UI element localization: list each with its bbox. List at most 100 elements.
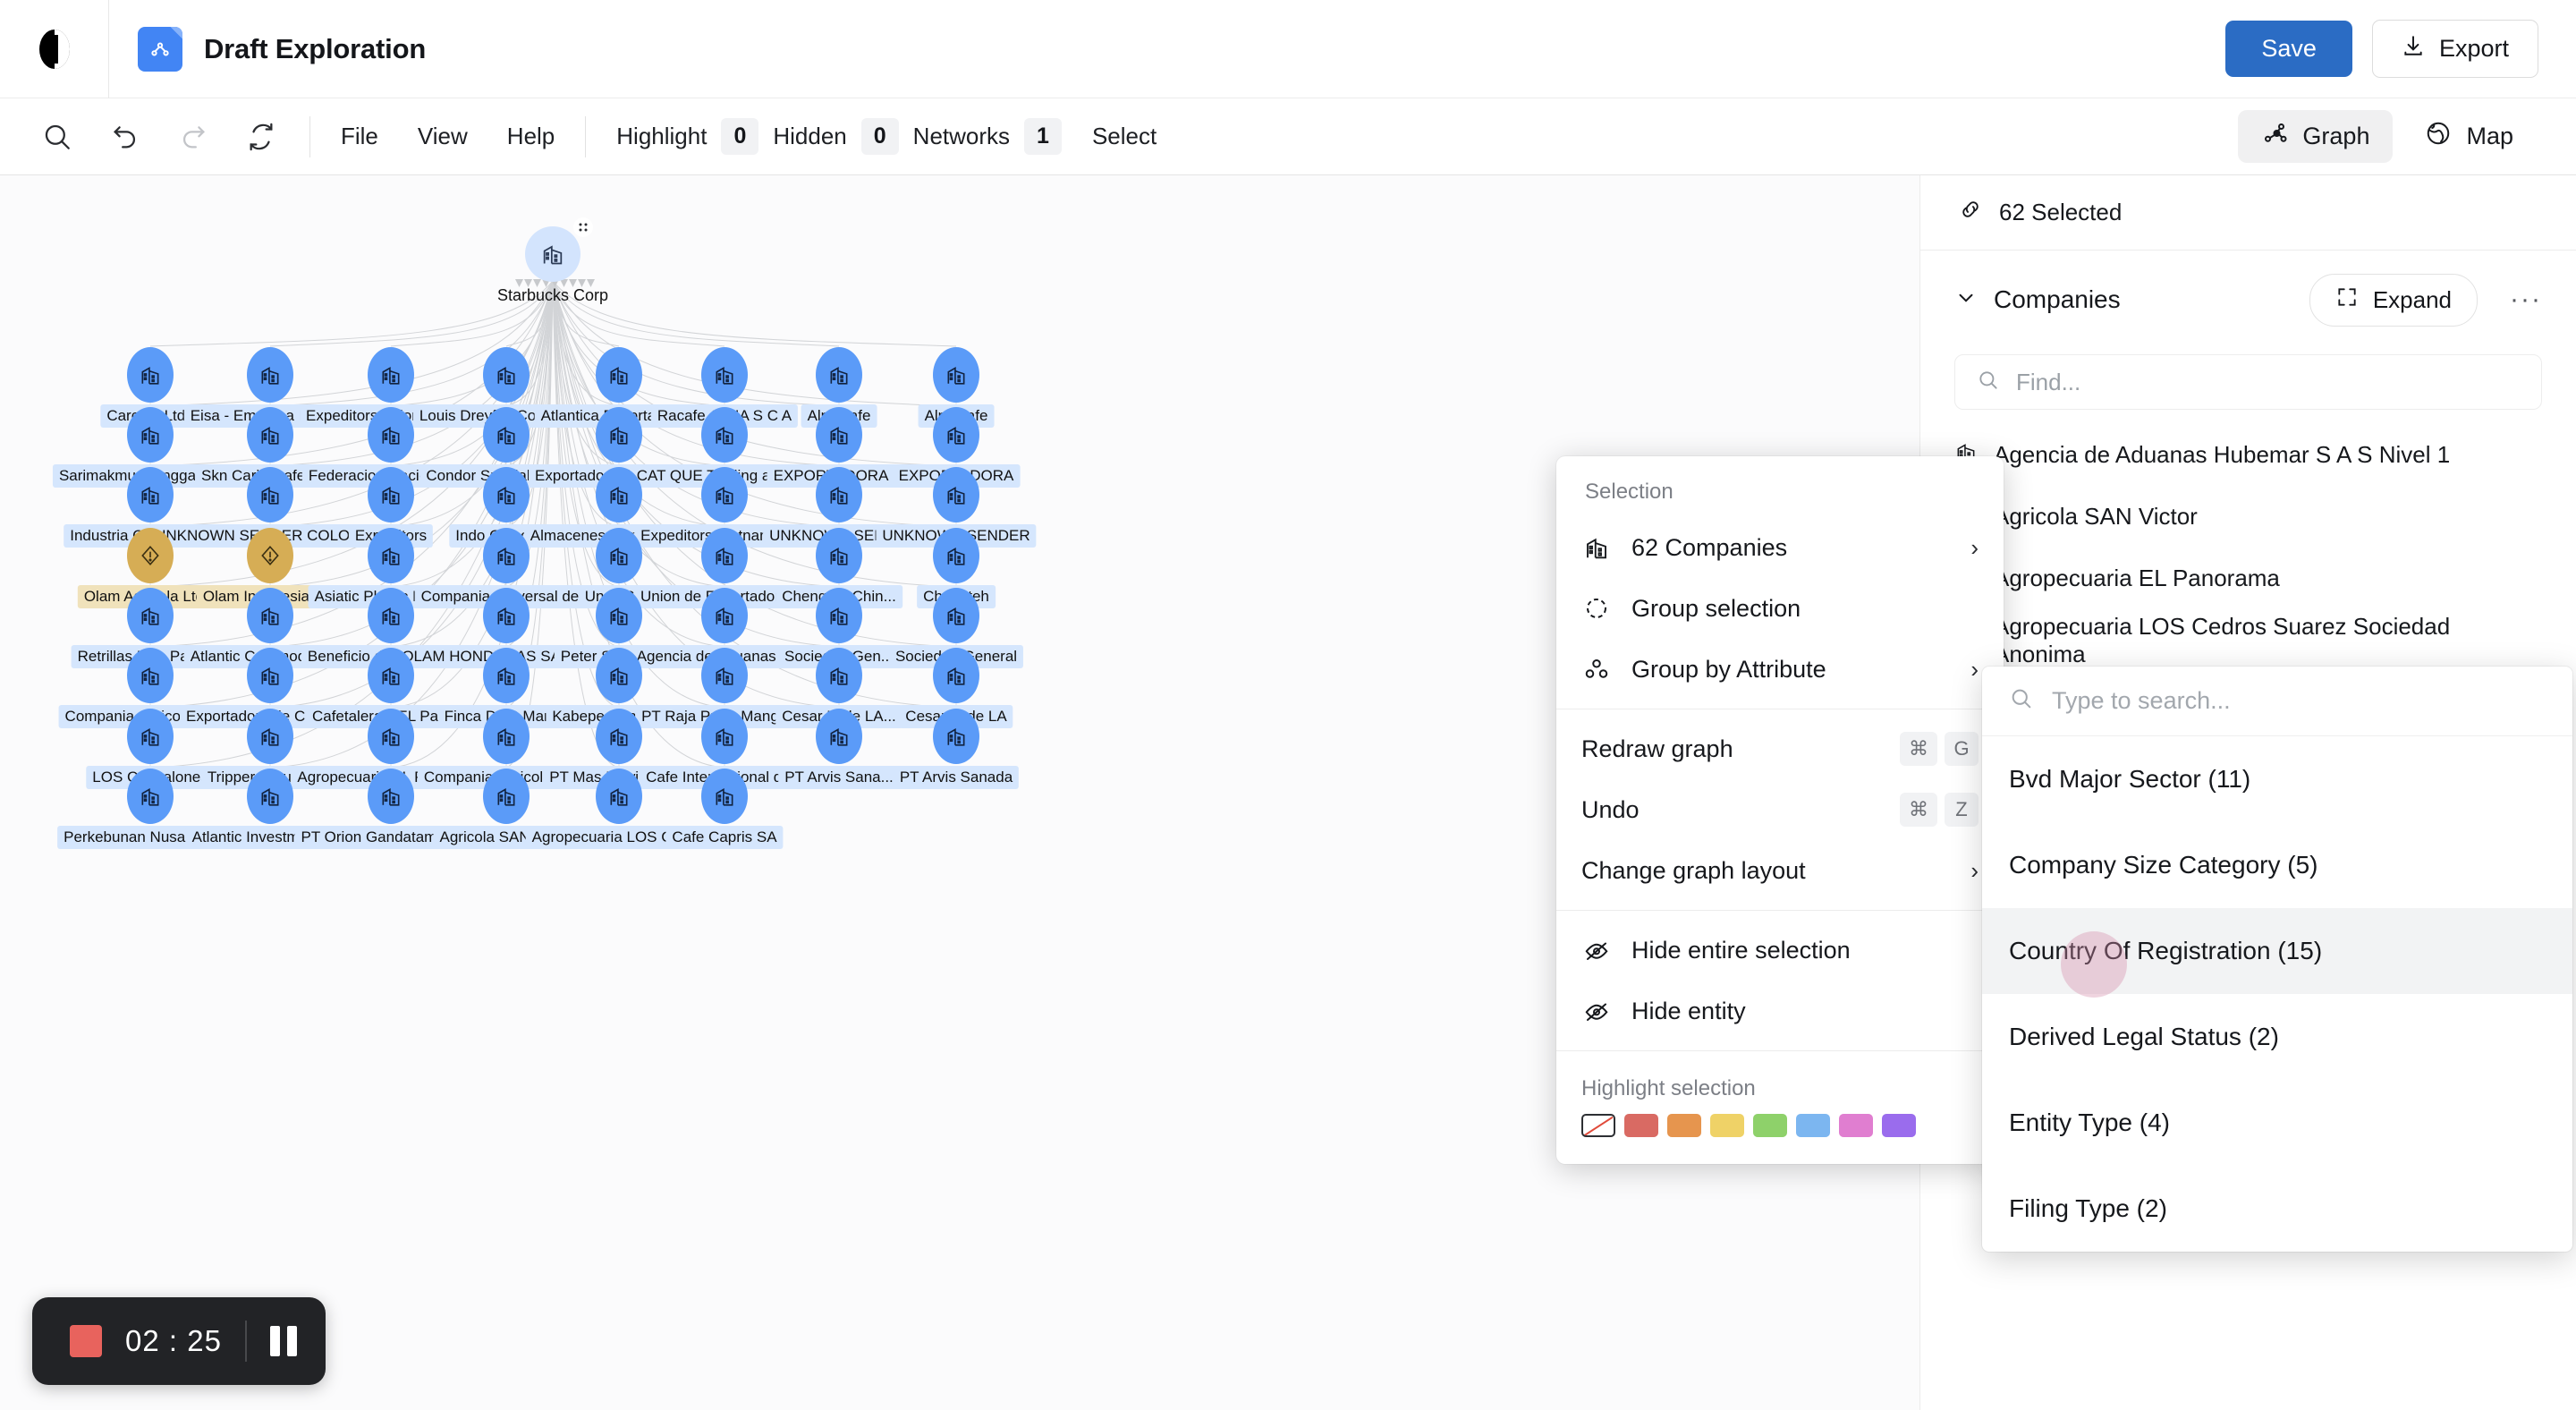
graph-node[interactable]: Sociedad General [888,588,1024,668]
graph-node[interactable]: PT Raja Putra Manggala [635,648,814,728]
entity-row[interactable]: Agropecuaria EL Panorama [1954,548,2542,609]
highlight-swatch-3[interactable] [1710,1114,1744,1137]
stop-icon[interactable] [70,1325,102,1357]
graph-node[interactable]: Compania Universal de... [414,528,598,608]
graph-node[interactable]: Cesar L. de LA [899,648,1013,728]
graph-node[interactable]: Retrillas DEL Pacifico [71,588,230,668]
graph-node[interactable]: Atlantica Exportacao ... [534,347,704,428]
graph-node[interactable]: Eisa - Empresa Intera... [183,347,357,428]
pause-icon[interactable] [269,1326,297,1356]
graph-node[interactable]: Compania Agricola Tie... [417,709,596,789]
context-item-group-selection[interactable]: Group selection [1556,578,2004,639]
entity-row[interactable]: Agropecuaria LOS Cedros Suarez Sociedad … [1954,609,2542,671]
menu-help[interactable]: Help [506,123,555,149]
graph-node[interactable]: Agropecuaria EL Panorama [291,709,491,789]
graph-node[interactable]: Sociedad Gen... [778,588,900,668]
graph-node[interactable]: Finca DOS Marias [437,648,575,728]
save-button[interactable]: Save [2225,21,2352,77]
graph-node[interactable]: Exportadora de Cafe C... [179,648,361,728]
context-item-group-by-attribute[interactable]: Group by Attribute › [1556,639,2004,700]
graph-node[interactable]: Carcafe Ltda [100,347,200,428]
graph-node[interactable]: Indo Cafco, PT [449,467,564,548]
graph-node[interactable]: Asiatic Plastic Packa... [308,528,474,608]
highlight-swatch-2[interactable] [1667,1114,1701,1137]
graph-node[interactable]: Cafe Internacional de... [640,709,809,789]
graph-node[interactable]: UNKNOWN SENDER COLOMB... [148,467,392,548]
stat-networks-label[interactable]: Networks [912,123,1011,149]
graph-node[interactable]: Union de Exportadores... [633,528,816,608]
graph-node[interactable]: Cesar L. de LA... [775,648,902,728]
context-item-change-graph-layout[interactable]: Change graph layout › [1556,840,2004,901]
find-input[interactable]: Find... [1954,354,2542,410]
graph-node[interactable]: Compania Agricola Agu... [58,648,242,728]
graph-node[interactable]: LOS Cafetalones [86,709,215,789]
graph-node[interactable]: Industria Colombiana ... [64,467,237,548]
graph-node[interactable]: Agricola SAN Victor [433,769,580,849]
graph-node[interactable]: Louis Dreyfus Company... [412,347,600,428]
tab-map[interactable]: Map [2402,110,2537,163]
graph-node[interactable]: Unex S.A. [578,528,660,608]
attribute-option-2[interactable]: Country Of Registration (15) [1982,908,2572,994]
graph-node[interactable]: Skn Caribecafe Ltda [194,407,346,488]
app-logo[interactable] [0,0,109,98]
context-item-redraw-graph[interactable]: Redraw graph ⌘ G [1556,718,2004,779]
graph-node[interactable]: EXPORTADORA [892,407,1021,488]
menu-view[interactable]: View [417,123,468,149]
graph-node[interactable]: Almacafe [918,347,995,428]
graph-node[interactable]: Cafe Capris SA [665,769,784,849]
stat-hidden-label[interactable]: Hidden [773,123,847,149]
highlight-swatch-1[interactable] [1624,1114,1658,1137]
graph-node[interactable]: Expeditors [348,467,434,548]
graph-node[interactable]: Atlantic Commodities ... [183,588,357,668]
context-item-hide-entire-selection[interactable]: Hide entire selection [1556,920,2004,981]
graph-node[interactable]: PT Orion Gandatama Pe... [294,769,487,849]
graph-node[interactable]: OLAM HONDURAS SA DE CV [395,588,617,668]
graph-node[interactable]: Olam Indonesia, PT [196,528,344,608]
graph-node[interactable]: Chengteh Chin... [775,528,902,608]
graph-node[interactable]: EXPORTADORA ... [767,407,911,488]
refresh-icon[interactable] [243,119,279,155]
attribute-option-4[interactable]: Entity Type (4) [2009,1108,2171,1136]
graph-node[interactable]: Agropecuaria LOS Cedr... [525,769,713,849]
graph-node[interactable]: Almacafe [801,347,877,428]
ellipsis-icon[interactable]: ··· [2510,285,2542,314]
highlight-swatch-5[interactable] [1796,1114,1830,1137]
graph-node[interactable]: CAT QUE Trading and P... [630,407,819,488]
graph-node[interactable]: PT Arvis Sana... [778,709,900,789]
graph-node[interactable]: Chengteh [917,528,996,608]
graph-node[interactable]: Beneficio de Cafe Mon... [301,588,481,668]
entity-row[interactable]: Agencia de Aduanas Hubemar S A S Nivel 1 [1954,424,2542,486]
entity-row[interactable]: Agricola SAN Victor [1954,486,2542,548]
expand-button[interactable]: Expand [2309,273,2479,327]
context-item-undo[interactable]: Undo ⌘ Z [1556,779,2004,840]
graph-node[interactable]: Racafe & CIA S C A [650,347,799,428]
graph-node[interactable]: Sarimakmur Tunggalman... [52,407,249,488]
graph-node[interactable]: Condor Specialty Coff... [419,407,593,488]
attribute-option-5[interactable]: Filing Type (2) [2009,1194,2167,1222]
context-item-companies[interactable]: 62 Companies › [1556,517,2004,578]
graph-node[interactable]: UNKNOWN SEND... [763,467,915,548]
search-icon[interactable] [39,119,75,155]
attribute-option-3[interactable]: Derived Legal Status (2) [2009,1023,2279,1050]
graph-node[interactable]: Federacion Nacional d... [301,407,480,488]
graph-node[interactable]: Expeditors Indonesia, PT [300,347,482,428]
graph-node[interactable]: UNKNOWN SENDER [876,467,1037,548]
graph-node-root[interactable]: Starbucks Corp [497,217,608,304]
graph-node[interactable]: Olam Agricola Ltda. [77,528,224,608]
graph-node[interactable]: Exportadora de Cafe C... [528,407,710,488]
tab-graph[interactable]: Graph [2238,110,2394,163]
attribute-option-0[interactable]: Bvd Major Sector (11) [2009,765,2251,793]
graph-node[interactable]: Agencia de Aduanas Hu... [630,588,819,668]
highlight-swatch-6[interactable] [1839,1114,1873,1137]
highlight-swatch-4[interactable] [1753,1114,1787,1137]
graph-node[interactable]: Perkebunan Nusantara ... [57,769,243,849]
highlight-swatch-7[interactable] [1882,1114,1916,1137]
undo-icon[interactable] [107,119,143,155]
select-menu[interactable]: Select [1091,123,1157,149]
graph-node[interactable]: Atlantic Investment C... [185,769,355,849]
redo-icon[interactable] [175,119,211,155]
export-button[interactable]: Export [2371,20,2538,78]
attribute-search-input[interactable]: Type to search... [1982,667,2572,736]
graph-node[interactable]: Peter Schoenfeld [554,588,684,668]
chevron-down-icon[interactable] [1954,286,1978,314]
